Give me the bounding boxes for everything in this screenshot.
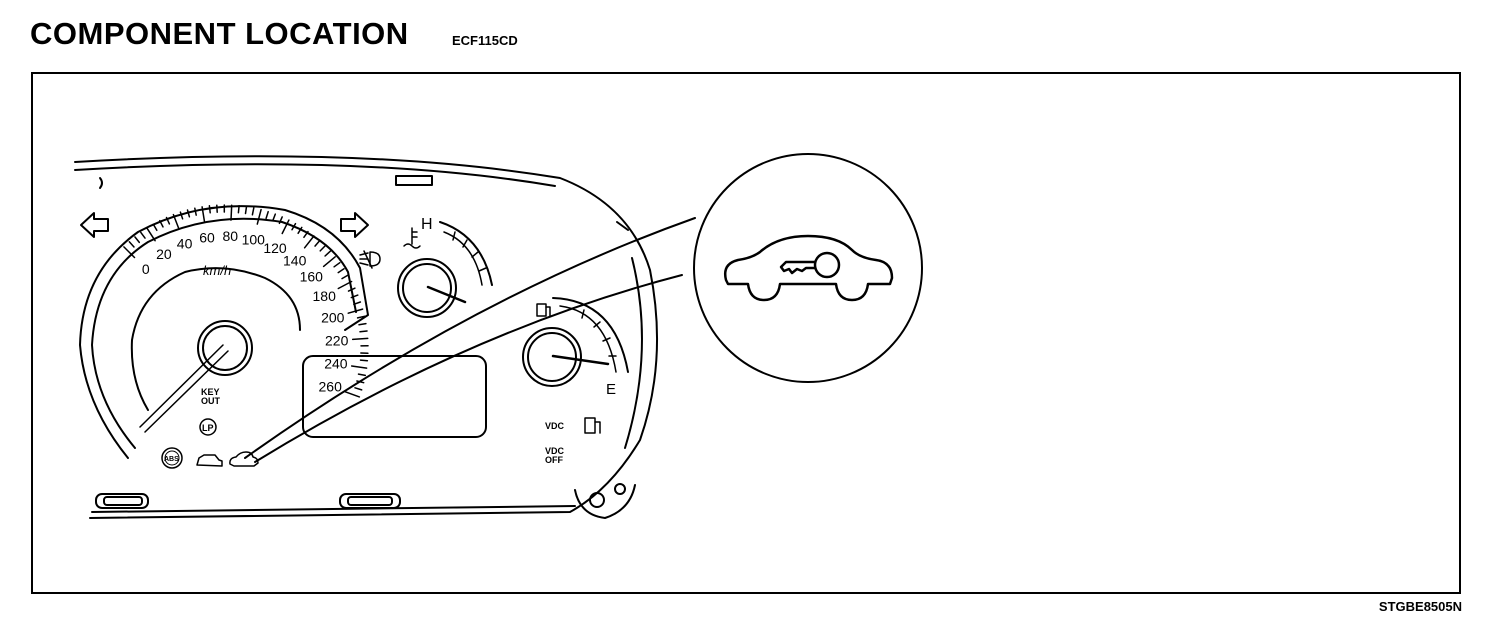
speed-minor-tick [354,387,363,391]
speed-minor-tick [324,250,332,257]
speed-minor-tick [194,207,197,216]
speed-minor-tick [237,204,240,214]
speed-minor-tick [358,322,367,326]
speed-minor-tick [353,301,362,306]
diagram-frame [31,72,1461,594]
speed-minor-tick [359,330,368,333]
speed-tick-label: 40 [177,236,193,252]
immobilizer-car-key-icon [229,451,259,467]
speed-tick-label: 120 [263,240,287,256]
left-turn-signal-icon [80,212,109,238]
speed-minor-tick [297,226,303,235]
speed-minor-tick [347,287,356,292]
svg-text:OFF: OFF [545,455,563,465]
abs-indicator: ABS [161,447,183,469]
fuel-low-warning-icon [584,417,601,434]
speed-tick-label: 80 [223,228,239,244]
fuel-empty-label: E [606,381,616,398]
speed-minor-tick [333,261,341,268]
document-code: ECF115CD [452,33,518,48]
speed-major-tick [350,365,368,369]
speed-unit: km/h [203,263,231,278]
speed-major-tick [351,337,369,341]
car-key-icon [724,234,894,302]
right-turn-signal-icon [340,212,369,238]
speed-tick-label: 200 [321,310,345,326]
svg-text:LP: LP [202,423,214,433]
speed-minor-tick [278,216,283,225]
figure-id: STGBE8505N [1378,599,1462,614]
speed-minor-tick [303,230,309,239]
speed-major-tick [303,235,315,249]
speed-major-tick [281,219,290,235]
speed-minor-tick [341,274,349,280]
vdc-indicator: VDC [545,421,565,431]
speed-minor-tick [314,240,321,247]
door-open-icon [196,454,223,467]
speed-minor-tick [337,268,345,274]
speed-minor-tick [357,373,367,377]
speed-major-tick [230,204,233,221]
svg-text:OUT: OUT [201,396,221,406]
temperature-gauge: H [397,216,493,318]
speed-minor-tick [291,222,297,231]
fuel-gauge: E [522,297,629,398]
speed-tick-label: 20 [156,246,172,262]
speed-minor-tick [244,205,248,215]
speed-minor-tick [208,205,211,214]
speed-minor-tick [186,209,191,218]
fuel-pump-icon [536,303,551,317]
speed-minor-tick [134,236,141,244]
speed-major-tick [256,208,262,225]
page-title: COMPONENT LOCATION [30,16,409,51]
fog-light-icon [359,250,381,269]
speed-minor-tick [265,210,269,220]
svg-text:VDC: VDC [545,421,565,431]
cluster-housing [74,155,658,519]
lp-indicator: LP [199,418,217,436]
speed-minor-tick [350,294,359,299]
speed-tick-label: 140 [283,252,307,268]
svg-text:KEY: KEY [201,387,220,397]
temperature-hot-label: H [421,216,433,233]
speed-major-tick [201,206,206,223]
speed-major-tick [322,256,336,268]
speed-tick-label: 100 [242,232,266,248]
speed-tick-label: 180 [313,288,337,304]
speed-minor-tick [272,213,277,222]
speed-minor-tick [359,359,369,362]
coolant-temperature-icon [403,227,421,249]
speed-major-tick [146,227,156,242]
callout-magnifier [244,153,923,463]
speed-major-tick [344,391,361,398]
speed-tick-label: 260 [319,378,343,394]
key-out-indicator: KEY OUT [201,387,221,406]
speed-major-tick [337,280,353,290]
vdc-off-indicator: VDC OFF [545,446,565,465]
speed-minor-tick [319,245,326,252]
speed-minor-tick [251,207,255,216]
svg-text:ABS: ABS [164,456,179,463]
speed-tick-label: 220 [325,333,349,349]
speed-major-tick [347,308,364,314]
speed-tick-label: 60 [199,230,215,246]
speed-tick-label: 0 [142,261,150,277]
speed-minor-tick [128,241,135,248]
speed-major-tick [123,246,136,259]
svg-text:VDC: VDC [545,446,565,456]
speed-minor-tick [356,315,366,319]
lcd-display [302,355,487,438]
speed-minor-tick [179,211,184,220]
speed-tick-label: 160 [300,269,324,285]
speed-minor-tick [165,216,171,225]
speed-minor-tick [140,231,146,239]
speed-minor-tick [152,223,158,232]
speed-minor-tick [159,219,164,228]
speed-tick-label: 240 [324,356,348,372]
speed-major-tick [172,213,180,230]
